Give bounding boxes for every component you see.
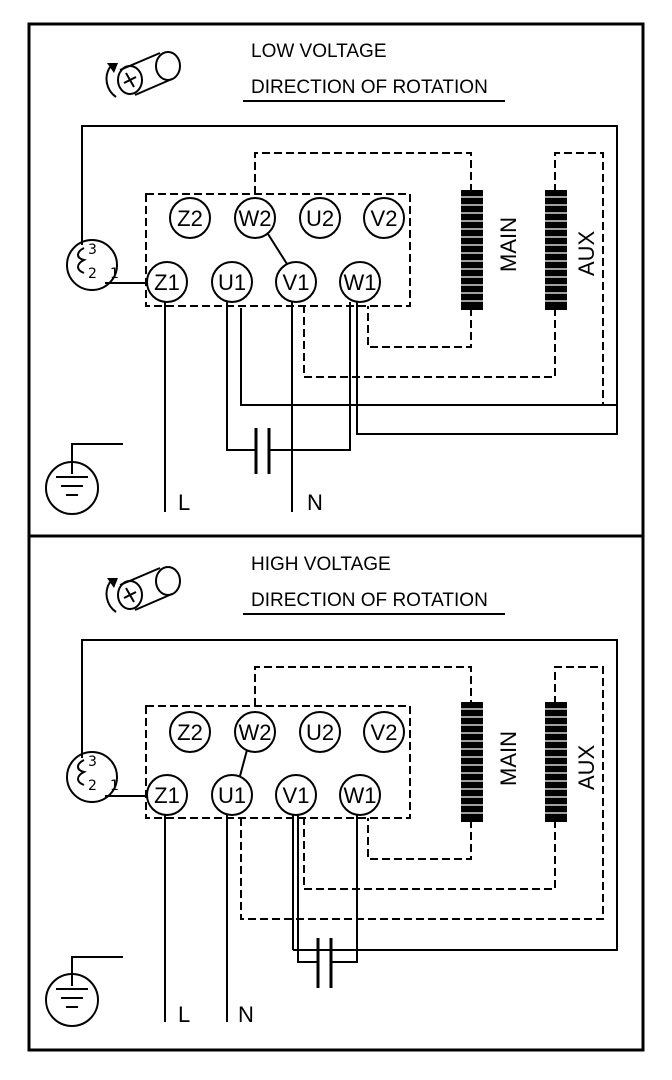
terminal-w2: W2: [234, 197, 276, 239]
svg-text:Z2: Z2: [177, 720, 203, 745]
coil-aux-label: AUX: [574, 744, 599, 790]
svg-text:W2: W2: [239, 206, 272, 231]
rotation-arrow-icon: [105, 51, 181, 98]
svg-text:1: 1: [110, 266, 119, 282]
coil-main-label: MAIN: [496, 731, 521, 786]
svg-text:Z2: Z2: [177, 206, 203, 231]
svg-text:W1: W1: [344, 783, 377, 808]
terminal-u2: U2: [299, 711, 341, 753]
terminal-v2: V2: [363, 711, 405, 753]
voltage-title: HIGH VOLTAGE: [251, 554, 391, 575]
terminal-block: [145, 193, 411, 307]
terminal-v2: V2: [363, 197, 405, 239]
wire-main-w1: [367, 306, 472, 348]
coil-main-label: MAIN: [496, 217, 521, 272]
svg-text:W1: W1: [344, 270, 377, 295]
wire-aux-v1: [303, 818, 556, 890]
terminal-z1: Z1: [146, 261, 188, 303]
voltage-title: LOW VOLTAGE: [251, 41, 387, 62]
rotation-title: DIRECTION OF ROTATION: [251, 77, 488, 98]
wire-outer-loop: [81, 125, 618, 406]
terminal-u1: U1: [211, 774, 253, 816]
thermal-switch: 3 2 1: [66, 239, 147, 291]
svg-text:W2: W2: [239, 720, 272, 745]
terminal-u1: U1: [211, 261, 253, 303]
svg-text:2: 2: [88, 266, 97, 282]
link-w2-u1: [239, 749, 248, 777]
wire-w1-cap: [270, 302, 351, 451]
panel-low-voltage: LOW VOLTAGE DIRECTION OF ROTATION: [45, 41, 618, 515]
svg-text:V2: V2: [371, 206, 398, 231]
capacitor: [254, 428, 271, 474]
panel-high-voltage: HIGH VOLTAGE DIRECTION OF ROTATION MAIN: [45, 554, 618, 1027]
wire-w2-main: [254, 666, 472, 706]
terminal-u2: U2: [299, 197, 341, 239]
wire-outer-loop: [81, 639, 618, 951]
ground-icon: [45, 956, 123, 1027]
rotation-arrow-icon: [105, 566, 181, 613]
svg-text:U1: U1: [218, 783, 246, 808]
terminal-z2: Z2: [169, 711, 211, 753]
terminal-w2: W2: [234, 711, 276, 753]
wire-aux-top: [240, 666, 604, 920]
wire-u1-cap: [226, 302, 255, 451]
terminal-block: [145, 705, 411, 819]
coil-aux: [545, 190, 567, 310]
wire-v1-cap: [297, 815, 318, 963]
line-label-n: N: [307, 490, 323, 515]
svg-text:3: 3: [88, 242, 97, 258]
terminal-v1: V1: [275, 774, 317, 816]
svg-text:Z1: Z1: [154, 783, 180, 808]
svg-text:2: 2: [88, 778, 97, 794]
terminal-z1: Z1: [146, 774, 188, 816]
svg-text:U1: U1: [218, 270, 246, 295]
coil-aux: [545, 702, 567, 822]
line-label-n: N: [238, 1002, 254, 1027]
capacitor: [316, 938, 333, 988]
thermal-switch: 3 2 1: [66, 751, 147, 803]
wire-w2-main: [254, 152, 472, 194]
line-label-l: L: [178, 1002, 190, 1027]
line-label-l: L: [178, 490, 190, 515]
svg-text:U2: U2: [306, 720, 334, 745]
svg-text:Z1: Z1: [154, 270, 180, 295]
wire-w1-loop: [356, 302, 618, 435]
svg-text:V1: V1: [283, 783, 310, 808]
svg-text:U2: U2: [306, 206, 334, 231]
svg-text:V1: V1: [283, 270, 310, 295]
wire-aux-v1: [303, 306, 556, 378]
ground-icon: [45, 443, 123, 515]
wire-main-w1: [367, 818, 472, 860]
svg-text:V2: V2: [371, 720, 398, 745]
terminal-w1: W1: [339, 774, 381, 816]
terminal-z2: Z2: [169, 197, 211, 239]
terminal-w1: W1: [339, 261, 381, 303]
svg-text:3: 3: [88, 754, 97, 770]
rotation-title: DIRECTION OF ROTATION: [251, 590, 488, 611]
wire-w1-cap: [331, 815, 358, 963]
terminal-v1: V1: [275, 261, 317, 303]
coil-main: [461, 190, 483, 310]
svg-text:1: 1: [110, 778, 119, 794]
link-w2-v1: [267, 233, 288, 265]
coil-main: [461, 702, 483, 822]
coil-aux-label: AUX: [574, 230, 599, 276]
wire-aux-top: [554, 152, 604, 405]
